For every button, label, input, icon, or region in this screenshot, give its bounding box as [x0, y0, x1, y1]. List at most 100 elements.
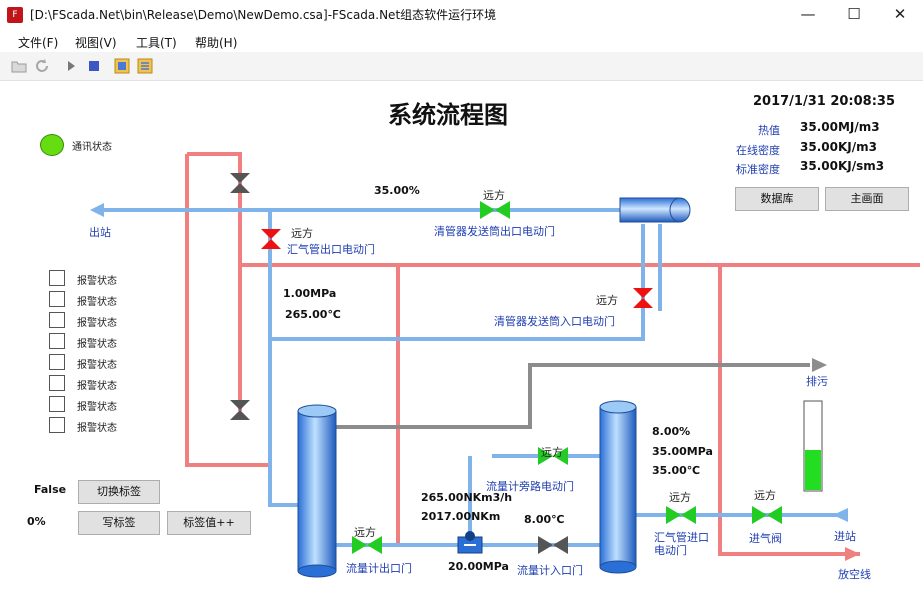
stop-icon[interactable]	[85, 57, 103, 75]
main-screen-button[interactable]: 主画面	[825, 187, 909, 211]
drain-pipe	[336, 363, 810, 429]
maximize-icon[interactable]: ☐	[847, 5, 861, 23]
alarm-checkbox[interactable]	[49, 333, 65, 349]
page-title: 系统流程图	[388, 101, 508, 129]
menu-bar: 文件(F) 视图(V) 工具(T) 帮助(H)	[0, 30, 923, 52]
pig-launcher-drum	[619, 197, 691, 223]
valve-collector-out-label: 汇气管出口电动门	[287, 243, 375, 256]
valve-intake-label: 进气阀	[749, 532, 782, 545]
valve-red-pig-in[interactable]	[633, 288, 653, 308]
alarm-checkbox[interactable]	[49, 291, 65, 307]
vessel-pressure: 35.00MPa	[652, 445, 713, 458]
info-value-online-density: 35.00KJ/m3	[800, 140, 877, 154]
toolbar	[0, 52, 923, 81]
drain-arrow-icon	[812, 358, 827, 372]
level-gauge	[803, 400, 823, 492]
refresh-icon[interactable]	[33, 57, 51, 75]
pipe-network	[90, 152, 920, 578]
temperature-left: 265.00℃	[285, 308, 341, 321]
alarm-checkbox[interactable]	[49, 396, 65, 412]
close-icon[interactable]: ✕	[893, 5, 907, 23]
window-title: [D:\FScada.Net\bin\Release\Demo\NewDemo.…	[30, 8, 497, 22]
increment-tag-button[interactable]: 标签值++	[167, 511, 251, 535]
vessel-temperature: 35.00℃	[652, 464, 701, 477]
alarm-label: 报警状态	[77, 318, 117, 329]
info-value-std-density: 35.00KJ/sm3	[800, 159, 885, 173]
alarm-checkbox[interactable]	[49, 354, 65, 370]
valve-green-meter-out[interactable]	[352, 536, 382, 554]
valve-green-intake[interactable]	[752, 506, 782, 524]
valve-gray-meter-in[interactable]	[538, 536, 568, 554]
menu-tools[interactable]: 工具(T)	[136, 36, 177, 50]
alarm-label: 报警状态	[77, 402, 117, 413]
comm-status-indicator	[40, 134, 64, 156]
valve-gray-left[interactable]	[230, 400, 250, 420]
top-percent: 35.00%	[374, 184, 420, 197]
alarm-checkbox[interactable]	[49, 417, 65, 433]
alarm-label: 报警状态	[77, 297, 117, 308]
info-label-heat: 热值	[758, 124, 780, 137]
comm-status-label: 通讯状态	[72, 142, 112, 153]
level-fill	[805, 450, 821, 490]
toggle-tag-button[interactable]: 切换标签	[78, 480, 160, 504]
valve-pig-send-out-label: 清管器发送筒出口电动门	[434, 225, 555, 238]
remote-label: 远方	[596, 294, 618, 307]
info-label-std-density: 标准密度	[736, 163, 780, 176]
flow-pressure: 20.00MPa	[448, 560, 509, 573]
title-bar: F [D:\FScada.Net\bin\Release\Demo\NewDem…	[0, 0, 923, 30]
valve-meter-out-label: 流量计出口门	[346, 562, 412, 575]
alarm-checkbox[interactable]	[49, 375, 65, 391]
menu-view[interactable]: 视图(V)	[75, 36, 117, 50]
process-canvas: 系统流程图 2017/1/31 20:08:35 热值 35.00MJ/m3 在…	[0, 81, 923, 606]
bool-tag-value: False	[34, 483, 67, 496]
open-icon[interactable]	[10, 57, 28, 75]
alarm-label: 报警状态	[77, 423, 117, 434]
fscada-app-icon: F	[7, 7, 23, 23]
tag-window-icon[interactable]	[113, 57, 131, 75]
valve-red-collector-out[interactable]	[261, 229, 281, 249]
remote-label: 远方	[669, 491, 691, 504]
inlet-label: 进站	[834, 530, 856, 543]
remote-label: 远方	[291, 227, 313, 240]
pressure-left: 1.00MPa	[283, 287, 337, 300]
flow-total: 265.00NKm3/h	[421, 491, 513, 504]
vent-label: 放空线	[838, 568, 871, 581]
vessel-percent: 8.00%	[652, 425, 691, 438]
minimize-icon[interactable]: —	[800, 5, 816, 23]
alarm-label: 报警状态	[77, 276, 117, 287]
write-tag-button[interactable]: 写标签	[78, 511, 160, 535]
vent-arrow-icon	[845, 547, 860, 561]
valve-collector-in-label: 汇气管进口电动门	[654, 531, 709, 557]
alarm-checkbox[interactable]	[49, 270, 65, 286]
play-icon[interactable]	[62, 57, 80, 75]
alarm-label: 报警状态	[77, 360, 117, 371]
drain-label: 排污	[806, 375, 828, 388]
remote-label: 远方	[754, 489, 776, 502]
flow-meter-icon	[457, 531, 483, 554]
alarm-checkbox[interactable]	[49, 312, 65, 328]
menu-help[interactable]: 帮助(H)	[195, 36, 238, 50]
valve-meter-in-label: 流量计入口门	[517, 564, 583, 577]
percent-tag-value: 0%	[27, 515, 46, 528]
menu-file[interactable]: 文件(F)	[18, 36, 59, 50]
database-button[interactable]: 数据库	[735, 187, 819, 211]
valve-gray-top[interactable]	[230, 173, 250, 193]
flow-temperature: 8.00℃	[524, 513, 565, 526]
outlet-label: 出站	[89, 226, 111, 239]
hot-pipes	[185, 152, 920, 556]
valve-pig-send-in-label: 清管器发送筒入口电动门	[494, 315, 615, 328]
alarm-label: 报警状态	[77, 339, 117, 350]
right-vessel	[599, 400, 637, 574]
valve-green-bypass[interactable]	[538, 447, 568, 465]
remote-label: 远方	[354, 526, 376, 539]
tag-list-icon[interactable]	[136, 57, 154, 75]
outlet-arrow-icon	[90, 203, 104, 217]
info-value-heat: 35.00MJ/m3	[800, 120, 880, 134]
valve-green-pig-out[interactable]	[480, 201, 510, 219]
valve-bypass-label: 流量计旁路电动门	[486, 480, 574, 493]
alarm-label: 报警状态	[77, 381, 117, 392]
valve-green-collector-in[interactable]	[666, 506, 696, 524]
remote-label: 远方	[483, 189, 505, 202]
remote-label: 远方	[541, 446, 563, 459]
datetime: 2017/1/31 20:08:35	[753, 94, 896, 109]
